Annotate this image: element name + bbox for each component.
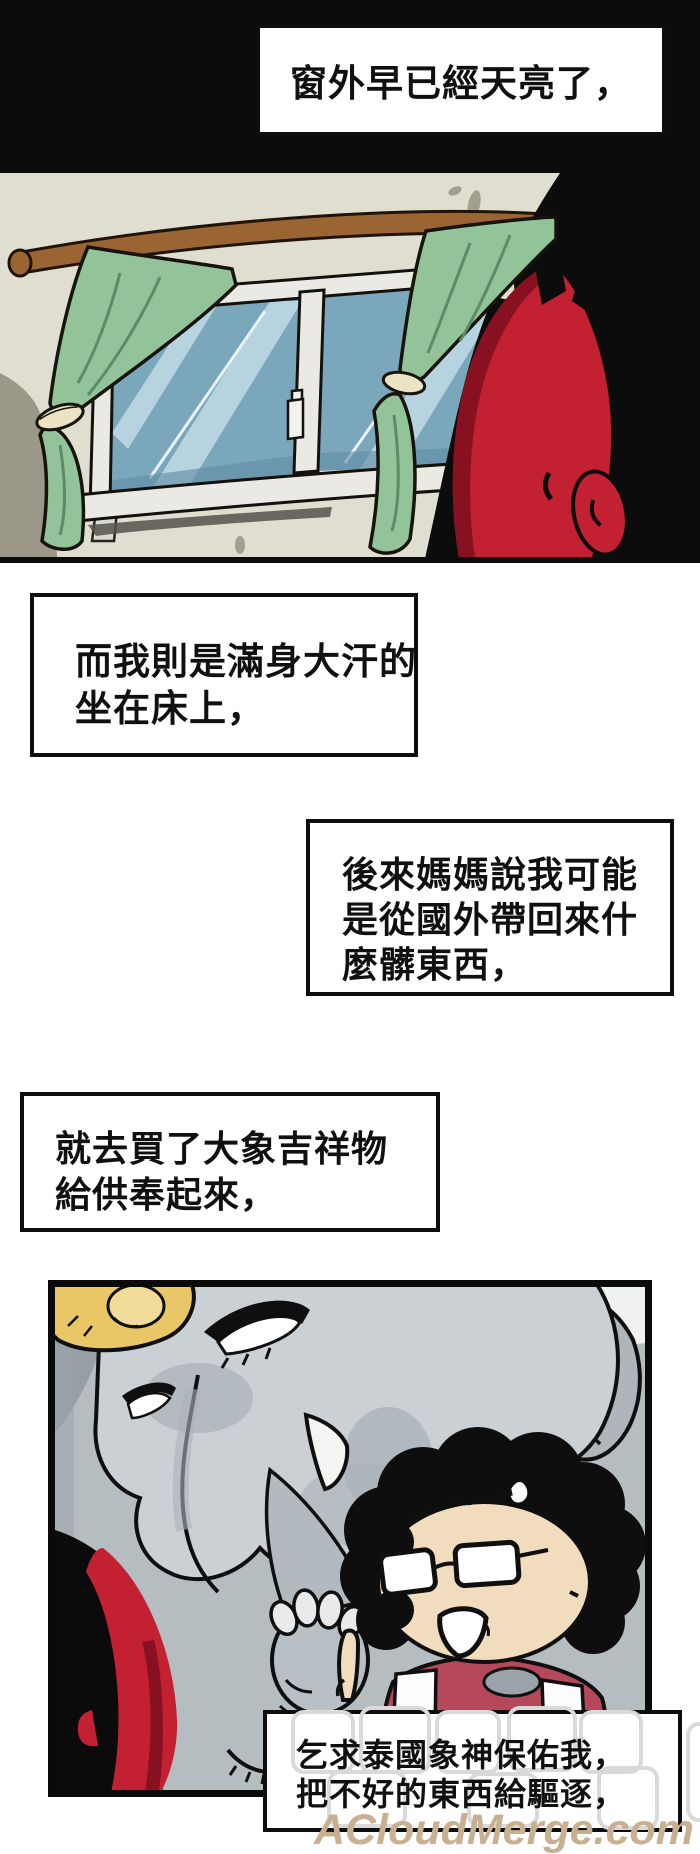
mouth [437,1606,489,1659]
outline-watermark-glyph [597,1766,659,1830]
caption-5-line-2: 把不好的東西給驅逐， [296,1776,627,1812]
panel-elephant [48,1280,652,1797]
caption-5-line-1: 乞求泰國象神保佑我， [296,1737,627,1773]
caption-box-5: 乞求泰國象神保佑我， 把不好的東西給驅逐， [263,1706,682,1832]
elephant-scene-illustration [48,1280,652,1797]
pointing-finger [337,1628,361,1702]
caption-box-3: 後來媽媽說我可能 是從國外帶回來什 麼髒東西， [306,819,674,996]
red-figure [452,235,629,563]
window-scene-illustration [0,173,700,563]
curtain-left [35,245,238,551]
caption-box-1: 窗外早已經天亮了， [256,24,666,136]
caption-box-4: 就去買了大象吉祥物 給供奉起來， [20,1092,440,1232]
ear [571,469,629,557]
collar [482,1666,542,1698]
crown [48,1280,196,1353]
wall-smudge [235,536,245,554]
panel-border-bottom [0,557,700,563]
eyebrow-left [404,1496,466,1522]
red-figure-corner [77,1548,178,1797]
caption-4-line-2: 給供奉起來， [55,1174,278,1215]
trunk-shade [172,1388,200,1532]
caption-4-line-1: 就去買了大象吉祥物 [55,1128,389,1169]
outline-watermark-glyph [686,1722,700,1822]
caption-box-2: 而我則是滿身大汗的 坐在床上， [30,593,418,757]
caption-2-line-1: 而我則是滿身大汗的 [75,641,417,682]
eyebrow-right [467,1488,513,1506]
glasses [378,1539,549,1597]
panel-window [0,173,700,563]
caption-3-line-3: 麼髒東西， [342,944,528,985]
caption-1-line-1: 窗外早已經天亮了， [290,63,632,104]
outline-watermark-glyph [467,1772,539,1828]
wall-smudge [448,186,462,196]
outline-watermark-glyph [327,1770,407,1828]
cheek-marks [399,1590,579,1616]
outline-watermark-glyph [435,1710,501,1774]
outline-watermark-glyph [507,1706,577,1772]
curtain-right [368,215,558,555]
outline-watermark-glyph [579,1710,643,1774]
caption-3-line-2: 是從國外帶回來什 [342,899,639,940]
sweat-drop [507,1479,531,1506]
sill-cast-shadow [88,507,332,536]
caption-3-line-1: 後來媽媽說我可能 [342,854,639,895]
outline-watermark-glyph [291,1710,355,1774]
site-watermark: ACloudMerge.com [314,1806,694,1854]
caption-2-line-2: 坐在床上， [75,688,265,729]
tusk [303,1412,350,1492]
